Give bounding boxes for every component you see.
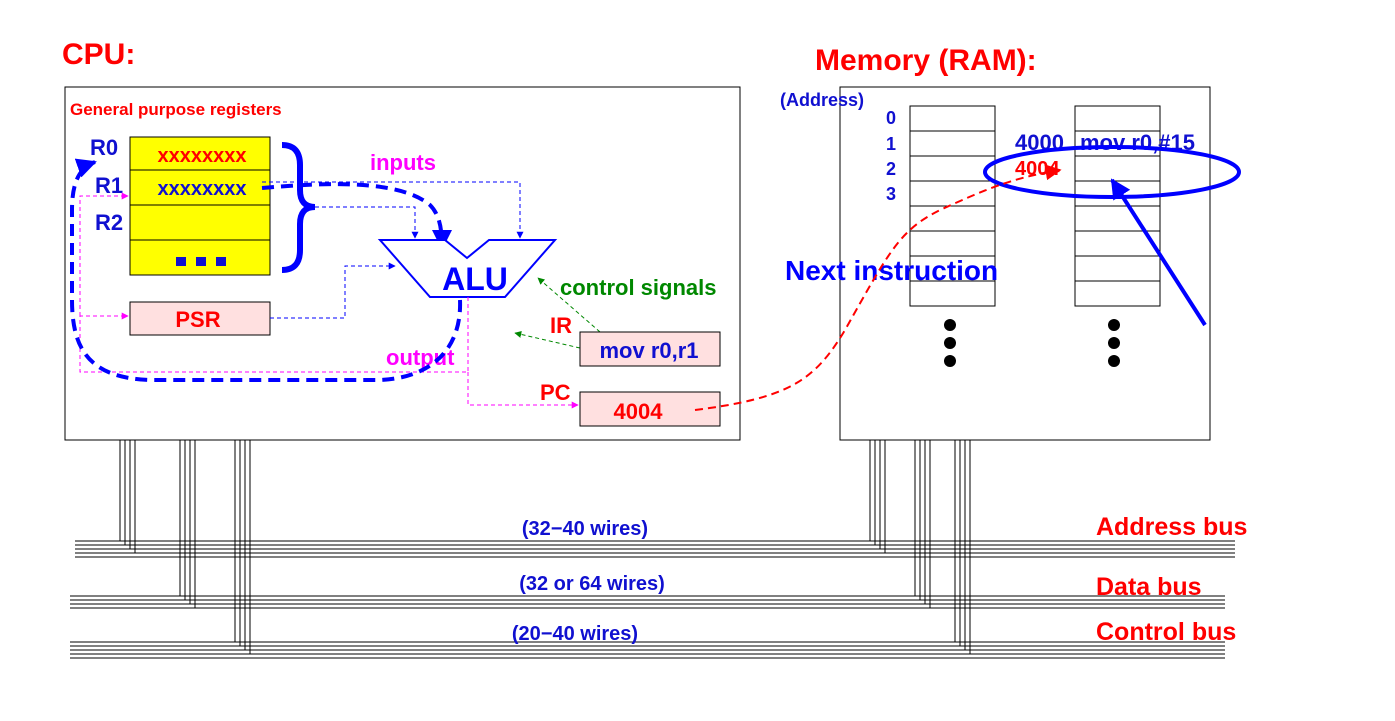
alu-input-arrows (262, 181, 524, 319)
register-label-r1: R1 (95, 173, 123, 198)
pc-value: 4004 (614, 399, 664, 424)
cpu-title: CPU: (62, 38, 135, 71)
data-bus-lines (70, 595, 1225, 609)
control-signals-label: control signals (560, 275, 716, 300)
register-label-r0: R0 (90, 135, 118, 160)
memory-title: Memory (RAM): (815, 44, 1037, 77)
cpu-box (64, 86, 741, 441)
address-3: 3 (886, 184, 896, 204)
psr-box (129, 301, 271, 336)
register-label-r2: R2 (95, 210, 123, 235)
next-address: 4004 (1015, 158, 1060, 180)
ir-label: IR (550, 313, 572, 338)
register-value-r0: xxxxxxxx (158, 145, 247, 167)
alu-output-arrows (79, 192, 579, 409)
address-0: 0 (886, 108, 896, 128)
next-instruction-label: Next instruction (785, 255, 998, 286)
address-2: 2 (886, 159, 896, 179)
register-file (129, 136, 271, 276)
control-bus-lines (70, 641, 1225, 659)
cpu-bus-connections (119, 440, 251, 654)
pc-to-memory-path (694, 164, 1062, 411)
address-1: 1 (886, 134, 896, 154)
alu-to-r0-path (70, 158, 463, 382)
address-bus-lines (75, 540, 1235, 558)
memory-continuation-dots (944, 319, 1120, 367)
ir-box (579, 331, 721, 367)
psr-label: PSR (175, 307, 220, 332)
address-bus-label: Address bus (1096, 513, 1247, 541)
address-header: (Address) (780, 90, 864, 110)
register-value-r1: xxxxxxxx (158, 178, 247, 200)
memory-box (839, 86, 1211, 441)
pc-label: PC (540, 380, 571, 405)
output-label: output (386, 345, 455, 370)
memory-bus-connections (869, 440, 971, 654)
control-bus-wires: (20−40 wires) (512, 623, 638, 645)
r1-to-alu-path (261, 182, 452, 250)
gpr-label: General purpose registers (70, 100, 282, 119)
data-bus-wires: (32 or 64 wires) (519, 573, 665, 595)
alu-shape (377, 239, 558, 298)
more-registers-dots (176, 257, 226, 266)
alu-label: ALU (442, 261, 508, 297)
ir-value: mov r0,r1 (599, 338, 698, 363)
inputs-label: inputs (370, 150, 436, 175)
register-brace (281, 142, 316, 273)
memory-column-left (909, 105, 996, 307)
control-bus-label: Control bus (1096, 618, 1236, 646)
memory-column-right (1074, 105, 1161, 307)
data-bus-label: Data bus (1096, 573, 1202, 601)
address-bus-wires: (32−40 wires) (522, 518, 648, 540)
next-instruction-pointer (1110, 178, 1207, 327)
